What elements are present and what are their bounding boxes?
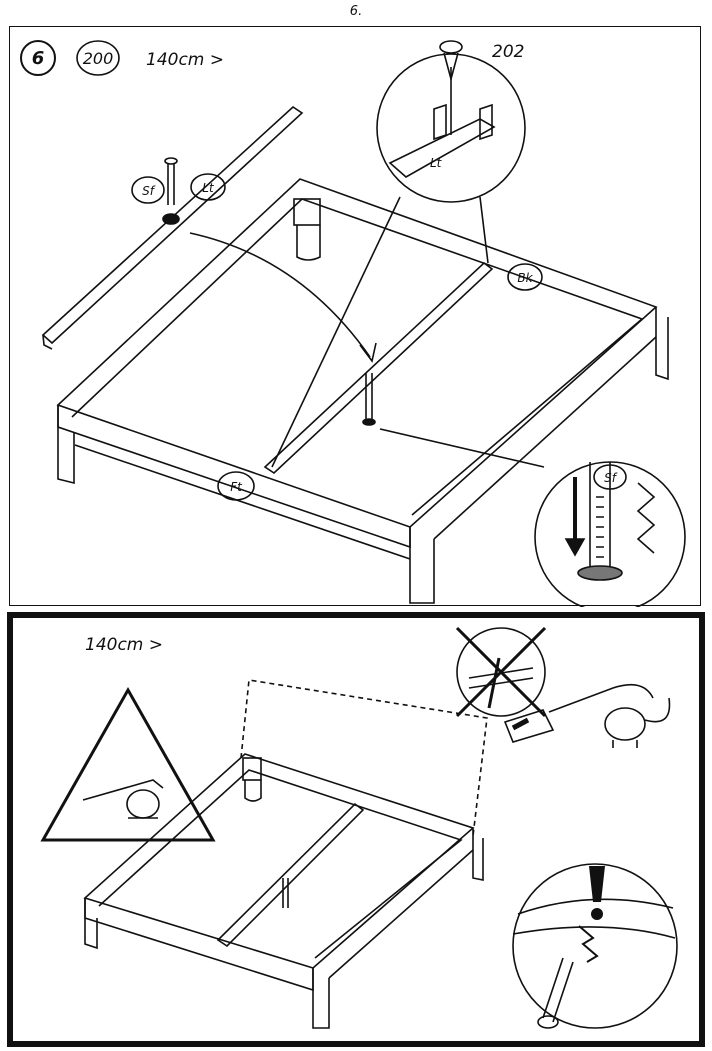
size-code: 200 [83,49,114,68]
bottom-width-label: 140cm > [85,635,163,655]
page-number: 6. [349,4,363,19]
loose-slat [41,105,304,345]
warning-triangle [40,686,216,842]
leg-back-right [655,307,669,381]
foot-detail-label: Sf [604,471,618,485]
support-foot-label: Sf [142,184,156,198]
back-label: Bk [517,271,533,285]
slat-detail-label: Lt [430,156,443,170]
bed-frame [56,178,658,528]
warning-panel: 140cm > [7,612,705,1047]
slat-label: Lt [202,181,215,195]
size-code-badge [76,40,120,76]
warning-illustration: 140cm > [40,626,678,1029]
headboard-outline [240,679,488,837]
center-rail [263,261,494,475]
leg-front-right [409,527,435,604]
crack-detail [512,863,678,1029]
leg-front-left [57,405,75,485]
front-label: Ft [230,480,243,494]
step-illustration: 6 200 140cm > 202 Sf Lt Lt Bk Ft Sf [20,40,686,607]
step-number: 6 [32,48,45,69]
step-panel: 6 200 140cm > 202 Sf Lt Lt Bk Ft Sf [9,26,701,607]
zoom-detail-slat [376,53,526,203]
screw-part-label: 202 [492,42,524,62]
step-number-badge [20,40,56,76]
wrong-method-icon [456,627,546,717]
exclamation-icon [589,866,605,902]
width-label: 140cm > [146,50,224,70]
